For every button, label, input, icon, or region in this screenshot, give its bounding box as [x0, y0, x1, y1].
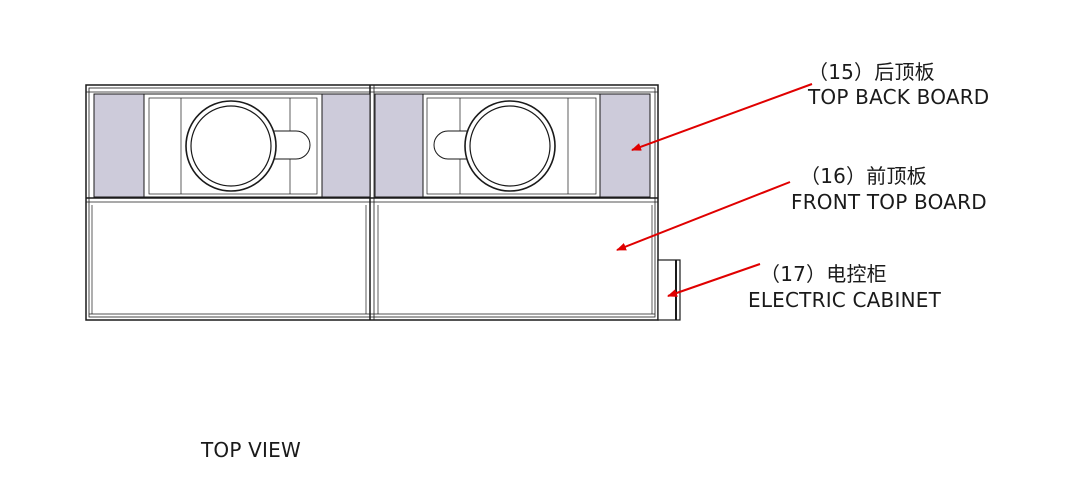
back-board-label-cn: （15）后顶板 [808, 60, 935, 84]
front-board-label-cn: （16）前顶板 [800, 164, 927, 188]
fan-circle-left [185, 100, 277, 192]
arrow-electric-cabinet [667, 263, 761, 297]
machine-outline [85, 84, 659, 321]
arrow-back-board [631, 83, 813, 151]
right-unit [422, 93, 601, 198]
view-caption: TOP VIEW [201, 438, 301, 462]
left-unit [143, 93, 323, 198]
top-back-board [93, 93, 651, 198]
back-panel-2 [321, 93, 371, 198]
back-panel-3 [374, 93, 424, 198]
electric-cabinet-label-en: ELECTRIC CABINET [748, 288, 941, 312]
front-board-label-en: FRONT TOP BOARD [791, 190, 987, 214]
back-board-label-en: TOP BACK BOARD [808, 85, 990, 109]
fan-circle-right [464, 100, 556, 192]
back-panel-1 [93, 93, 145, 198]
electric-cabinet-label-cn: （17）电控柜 [760, 262, 887, 286]
leader-arrows [616, 83, 813, 297]
arrow-front-board [616, 181, 791, 251]
electric-cabinet [657, 259, 681, 321]
front-top-board [89, 205, 655, 315]
